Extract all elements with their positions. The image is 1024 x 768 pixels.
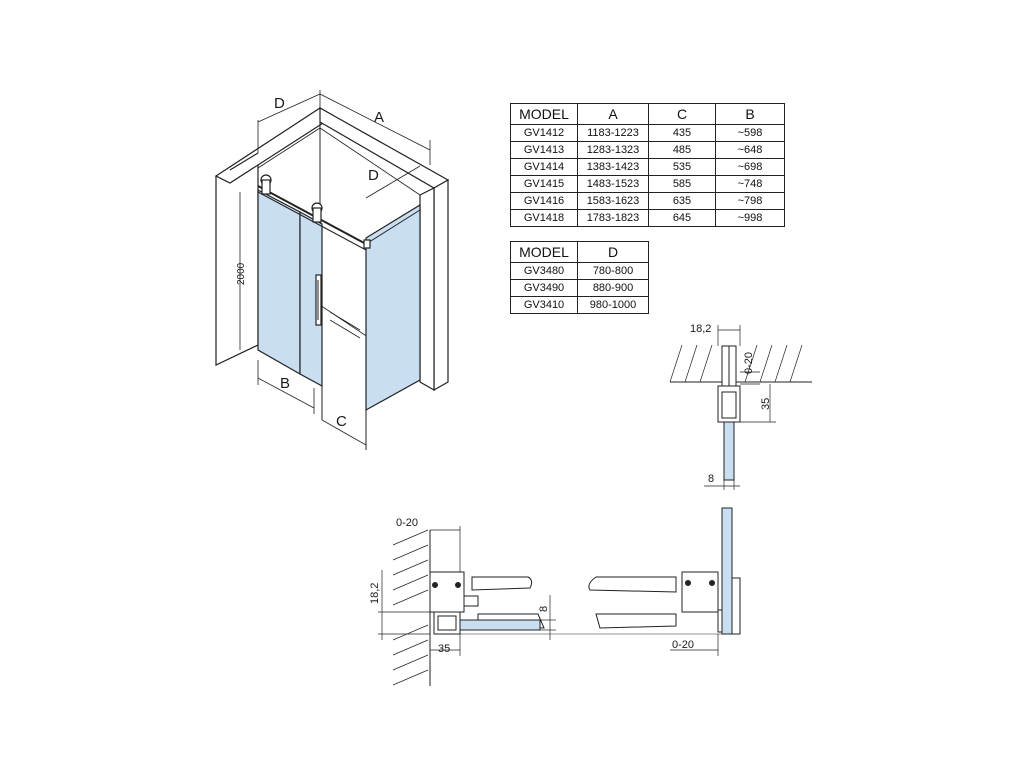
cell: ~698 — [715, 158, 785, 176]
col-model: MODEL — [510, 103, 578, 125]
cell: ~998 — [715, 209, 785, 227]
left-wall — [215, 151, 259, 366]
dim-d-side: D — [368, 167, 379, 184]
dim-35-bl: 35 — [438, 643, 450, 655]
dim-0-20-top: 0-20 — [743, 352, 755, 374]
cell: ~598 — [715, 124, 785, 142]
cell: GV1416 — [510, 192, 578, 210]
isometric-enclosure — [214, 90, 450, 450]
glass-pane — [721, 507, 733, 635]
cell: ~648 — [715, 141, 785, 159]
cell: GV1413 — [510, 141, 578, 159]
cell: 435 — [648, 124, 716, 142]
cell: 1383-1423 — [577, 158, 649, 176]
cell: 645 — [648, 209, 716, 227]
col-a: A — [577, 103, 649, 125]
top-rail — [257, 185, 367, 245]
cell: 1283-1323 — [577, 141, 649, 159]
cell: GV1415 — [510, 175, 578, 193]
cell: 1483-1523 — [577, 175, 649, 193]
cell: GV3410 — [510, 296, 578, 314]
detail-top-section — [669, 325, 812, 490]
cell: 780-800 — [577, 262, 649, 280]
right-wall-face — [419, 187, 435, 392]
cell: GV3490 — [510, 279, 578, 297]
dim-height: 2000 — [236, 262, 247, 285]
cell: 1183-1223 — [577, 124, 649, 142]
dim-0-20-bl: 0-20 — [396, 517, 418, 529]
side-glass-panel — [365, 203, 421, 412]
dim-d-top: D — [274, 95, 285, 112]
cell: 485 — [648, 141, 716, 159]
table-header-row: MODEL A C B — [510, 103, 785, 125]
dim-c-bottom: C — [336, 413, 347, 430]
col-b: B — [715, 103, 785, 125]
cell: ~748 — [715, 175, 785, 193]
dim-8-top: 8 — [708, 473, 714, 485]
cell: GV1418 — [510, 209, 578, 227]
cell: 980-1000 — [577, 296, 649, 314]
cell: ~798 — [715, 192, 785, 210]
dim-18-2-top: 18,2 — [690, 323, 711, 335]
cell: GV3480 — [510, 262, 578, 280]
cell: 635 — [648, 192, 716, 210]
right-wall — [433, 178, 449, 392]
dim-a-top: A — [374, 109, 384, 126]
cell: 1783-1823 — [577, 209, 649, 227]
detail-bottom-left — [378, 526, 730, 686]
cell: 585 — [648, 175, 716, 193]
fixed-glass-panel — [257, 189, 301, 376]
cell: 880-900 — [577, 279, 649, 297]
glass-pane — [723, 421, 735, 481]
dim-18-2-bl: 18,2 — [369, 583, 381, 604]
cell: GV1412 — [510, 124, 578, 142]
cell: 535 — [648, 158, 716, 176]
detail-bottom-right — [588, 507, 741, 656]
dim-0-20-br: 0-20 — [672, 639, 694, 651]
table-header-row: MODEL D — [510, 241, 649, 263]
col-d: D — [577, 241, 649, 263]
glass-pane — [459, 619, 541, 631]
cell: GV1414 — [510, 158, 578, 176]
col-model: MODEL — [510, 241, 578, 263]
cell: 1583-1623 — [577, 192, 649, 210]
dim-8-bl: 8 — [538, 606, 550, 612]
dim-b-bottom: B — [280, 375, 290, 392]
dim-35-top: 35 — [760, 398, 772, 410]
left-wall-top — [214, 107, 336, 184]
col-c: C — [648, 103, 716, 125]
